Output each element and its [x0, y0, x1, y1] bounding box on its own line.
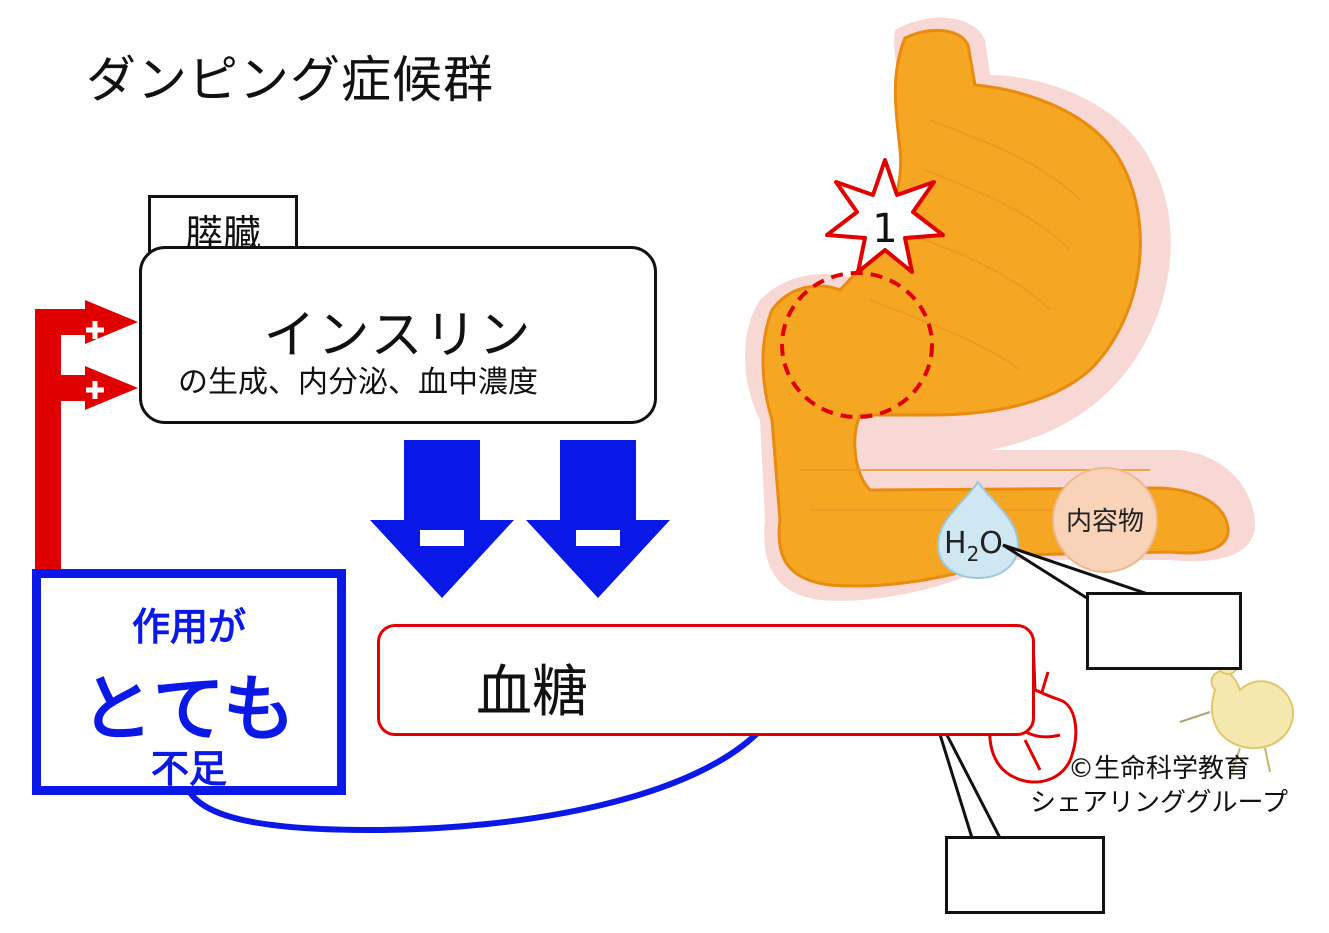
contents-label: 内容物 [1066, 507, 1144, 537]
callout-box-a [1086, 592, 1242, 670]
copyright-line-1: ©生命科学教育 [1067, 754, 1250, 784]
explosion-star-icon [825, 158, 945, 274]
plus-icon [86, 321, 104, 399]
feedback-arrow-red [35, 300, 138, 570]
copyright-line-2: シェアリンググループ [1030, 788, 1288, 818]
down-arrow-right [526, 440, 670, 598]
water-drop-icon [936, 480, 1020, 580]
callout-box-b [945, 836, 1105, 914]
effect-connector-curve [181, 722, 769, 834]
down-arrow-left [370, 440, 514, 598]
insulin-sublabel: の生成、内分泌、血中濃度 [178, 365, 538, 400]
badge-number: 1 [872, 206, 897, 252]
effect-line-1: 作用が [131, 605, 246, 649]
effect-box: 作用が とても 不足 [32, 569, 346, 795]
effect-line-3: 不足 [150, 747, 227, 791]
insulin-label: インスリン [263, 306, 533, 366]
contents-circle [1052, 467, 1158, 573]
blood-sugar-box: 血糖 [377, 624, 1035, 736]
copyright-notice: ©生命科学教育 シェアリンググループ [1004, 752, 1314, 820]
minus-icon [576, 530, 620, 546]
blood-sugar-label: 血糖 [476, 660, 588, 725]
stomach-body [761, 28, 1230, 588]
insulin-box: インスリン の生成、内分泌、血中濃度 [139, 246, 657, 424]
effect-line-2: とても [80, 667, 298, 751]
water-label: H2O [944, 526, 1003, 566]
page-title: ダンピング症候群 [86, 51, 494, 109]
minus-icon [420, 530, 464, 546]
